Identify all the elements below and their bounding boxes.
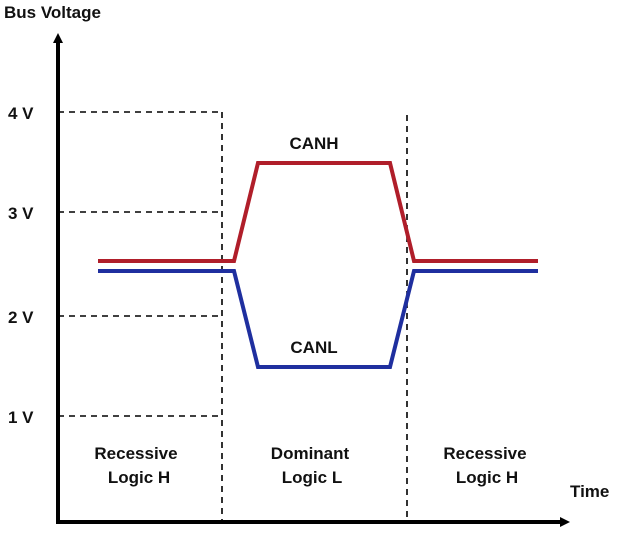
canh-signal-line <box>98 161 538 263</box>
canh-label: CANH <box>289 134 338 153</box>
y-tick-label: 4 V <box>8 104 34 123</box>
region-middle-line2: Logic L <box>282 468 342 487</box>
y-axis-title: Bus Voltage <box>4 3 101 22</box>
x-axis-title: Time <box>570 482 609 501</box>
region-right-line1: Recessive <box>443 444 526 463</box>
region-right-line2: Logic H <box>456 468 518 487</box>
region-middle-line1: Dominant <box>271 444 350 463</box>
canl-label: CANL <box>290 338 337 357</box>
y-tick-label: 3 V <box>8 204 34 223</box>
y-tick-label: 2 V <box>8 308 34 327</box>
guide-lines <box>58 111 408 522</box>
y-tick-label: 1 V <box>8 408 34 427</box>
region-left-line2: Logic H <box>108 468 170 487</box>
canl-signal-line <box>98 269 538 369</box>
region-left-line1: Recessive <box>94 444 177 463</box>
